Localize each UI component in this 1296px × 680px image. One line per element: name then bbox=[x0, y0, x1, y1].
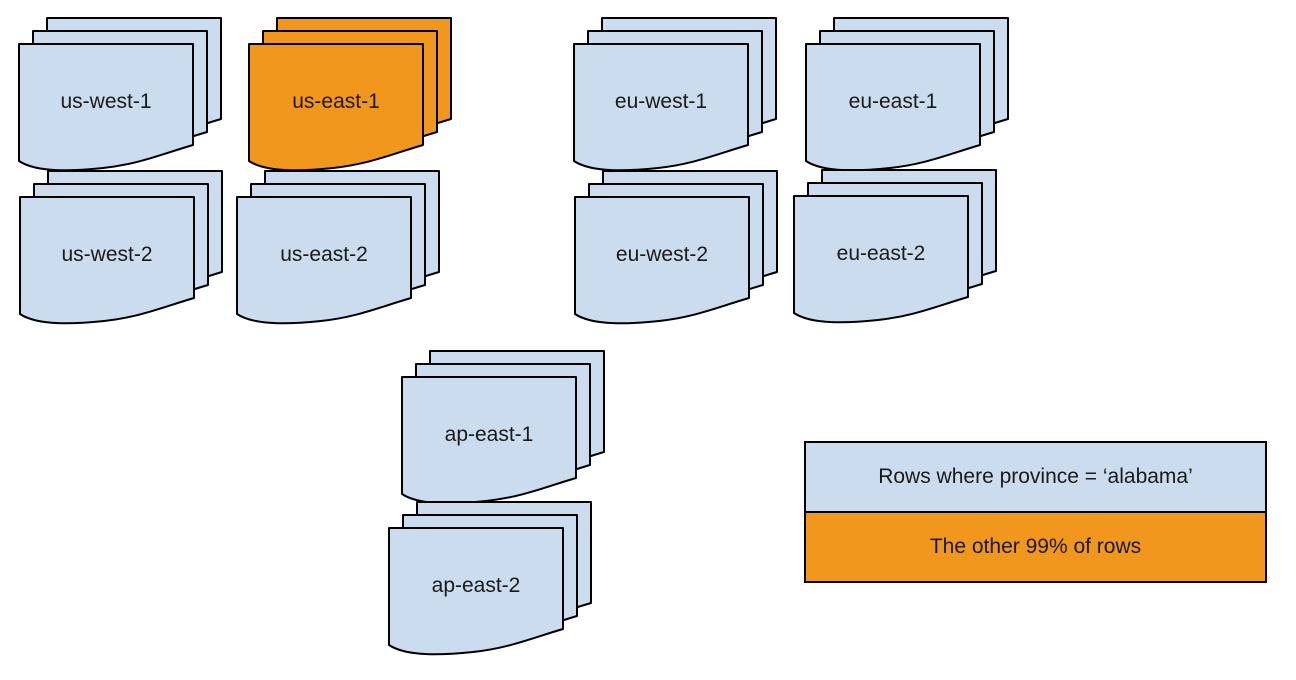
document-stack-icon bbox=[401, 350, 605, 505]
region-stack-eu-east-1: eu-east-1 bbox=[804, 16, 1012, 176]
document-stack-icon bbox=[236, 170, 440, 325]
document-stack-icon bbox=[793, 169, 997, 324]
region-stack-ap-east-1: ap-east-1 bbox=[400, 349, 608, 509]
region-stack-us-east-2: us-east-2 bbox=[235, 169, 443, 329]
region-stack-us-west-2: us-west-2 bbox=[18, 169, 226, 329]
region-stack-us-east-1: us-east-1 bbox=[247, 16, 455, 176]
region-stack-eu-west-2: eu-west-2 bbox=[573, 169, 781, 329]
legend-row-other-rows: The other 99% of rows bbox=[806, 513, 1265, 581]
region-stack-eu-west-1: eu-west-1 bbox=[572, 16, 780, 176]
legend-row-alabama-rows: Rows where province = ‘alabama’ bbox=[806, 443, 1265, 513]
document-stack-icon bbox=[388, 501, 592, 656]
region-stack-eu-east-2: eu-east-2 bbox=[792, 168, 1000, 328]
document-stack-icon bbox=[18, 17, 222, 172]
document-stack-icon bbox=[248, 17, 452, 172]
region-stack-ap-east-2: ap-east-2 bbox=[387, 500, 595, 660]
document-stack-icon bbox=[573, 17, 777, 172]
document-stack-icon bbox=[19, 170, 223, 325]
legend: Rows where province = ‘alabama’ The othe… bbox=[804, 441, 1267, 583]
document-stack-icon bbox=[805, 17, 1009, 172]
document-stack-icon bbox=[574, 170, 778, 325]
region-stack-us-west-1: us-west-1 bbox=[17, 16, 225, 176]
